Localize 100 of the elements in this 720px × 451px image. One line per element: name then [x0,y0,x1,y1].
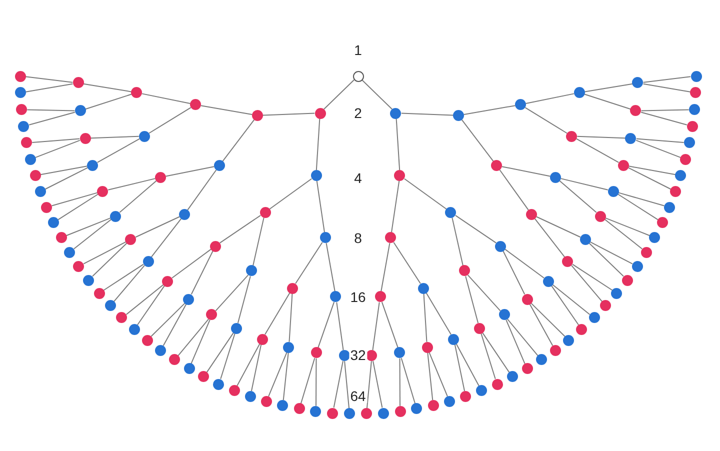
tree-node [104,300,116,312]
tree-node [283,342,294,353]
connector-line [455,214,497,244]
tree-node [128,324,140,335]
connector-line [200,105,253,115]
tree-node [680,154,692,165]
connector-line [499,170,529,210]
connector-line [551,285,580,326]
connector-line [640,109,690,112]
tree-node [190,99,201,110]
tree-node [56,232,67,244]
tree-node [684,137,695,148]
connector-line [108,178,156,190]
tree-node [366,350,378,362]
connector-line [400,358,416,404]
level-count-label: 64 [349,389,367,403]
connector-line [142,93,191,104]
tree-node [310,170,322,182]
connector-line [571,264,603,302]
level-count-label: 1 [353,43,363,57]
connector-line [178,318,209,356]
tree-node [394,406,406,417]
connector-line [372,302,380,351]
connector-line [282,352,289,401]
connector-line [24,76,74,83]
tree-node [24,154,36,165]
tree-node [448,334,460,345]
tree-node [41,202,52,213]
tree-node [246,265,258,276]
connector-line [423,293,428,342]
tree-node [338,350,350,362]
tree-node [550,172,562,183]
connector-line [136,285,165,326]
connector-line [380,242,390,292]
connector-line [465,276,479,324]
connector-line [400,112,454,116]
connector-line [344,360,350,409]
tree-node [138,130,150,142]
tree-node [566,130,578,142]
connector-line [428,352,448,397]
tree-node [563,334,574,346]
tree-node [14,70,26,82]
connector-line [264,292,290,335]
tree-node [460,390,472,402]
tree-node [550,344,561,356]
connector-line [534,218,566,258]
connector-line [237,276,251,324]
tree-node [664,202,675,213]
connector-line [215,274,249,312]
tree-node [260,206,271,218]
tree-node [526,208,538,220]
level-count-label: 32 [349,348,367,362]
connector-line [236,343,260,386]
connector-line [461,119,494,162]
tree-node [394,170,406,182]
connector-line [393,242,421,284]
connector-line [165,166,214,177]
connector-line [507,318,538,356]
connector-line [506,319,526,364]
connector-line [250,344,262,392]
connector-line [529,304,554,346]
tree-node [690,87,702,98]
connector-line [584,83,633,92]
tree-node [330,291,342,302]
tree-node [594,210,606,222]
tree-node [385,232,396,244]
tree-node [491,160,502,172]
connector-line [58,194,99,220]
tree-node [327,408,338,419]
connector-line [572,264,613,291]
tree-node [48,217,59,228]
connector-line [336,302,344,351]
tree-node [686,120,698,132]
tree-node [506,371,518,382]
tree-node [675,170,686,182]
connector-line [84,94,132,110]
tree-node [16,104,28,116]
connector-line [162,304,187,346]
tree-node [360,408,372,420]
connector-line [190,250,214,295]
tree-node [64,246,76,258]
connector-line [636,140,681,158]
tree-node [231,322,242,334]
tree-node [214,160,225,172]
tree-node [162,276,174,287]
tree-node [390,108,402,118]
tree-node [260,396,272,407]
tree-node [97,186,108,197]
tree-node [453,110,464,121]
connector-line [642,76,692,83]
tree-node [344,408,356,420]
connector-line [456,343,480,386]
tree-node [445,206,456,218]
connector-line [604,218,643,250]
connector-line [135,216,180,238]
tree-node [142,334,153,346]
connector-line [361,79,392,110]
tree-node [458,265,470,276]
tree-node [657,217,668,228]
connector-line [552,284,590,315]
